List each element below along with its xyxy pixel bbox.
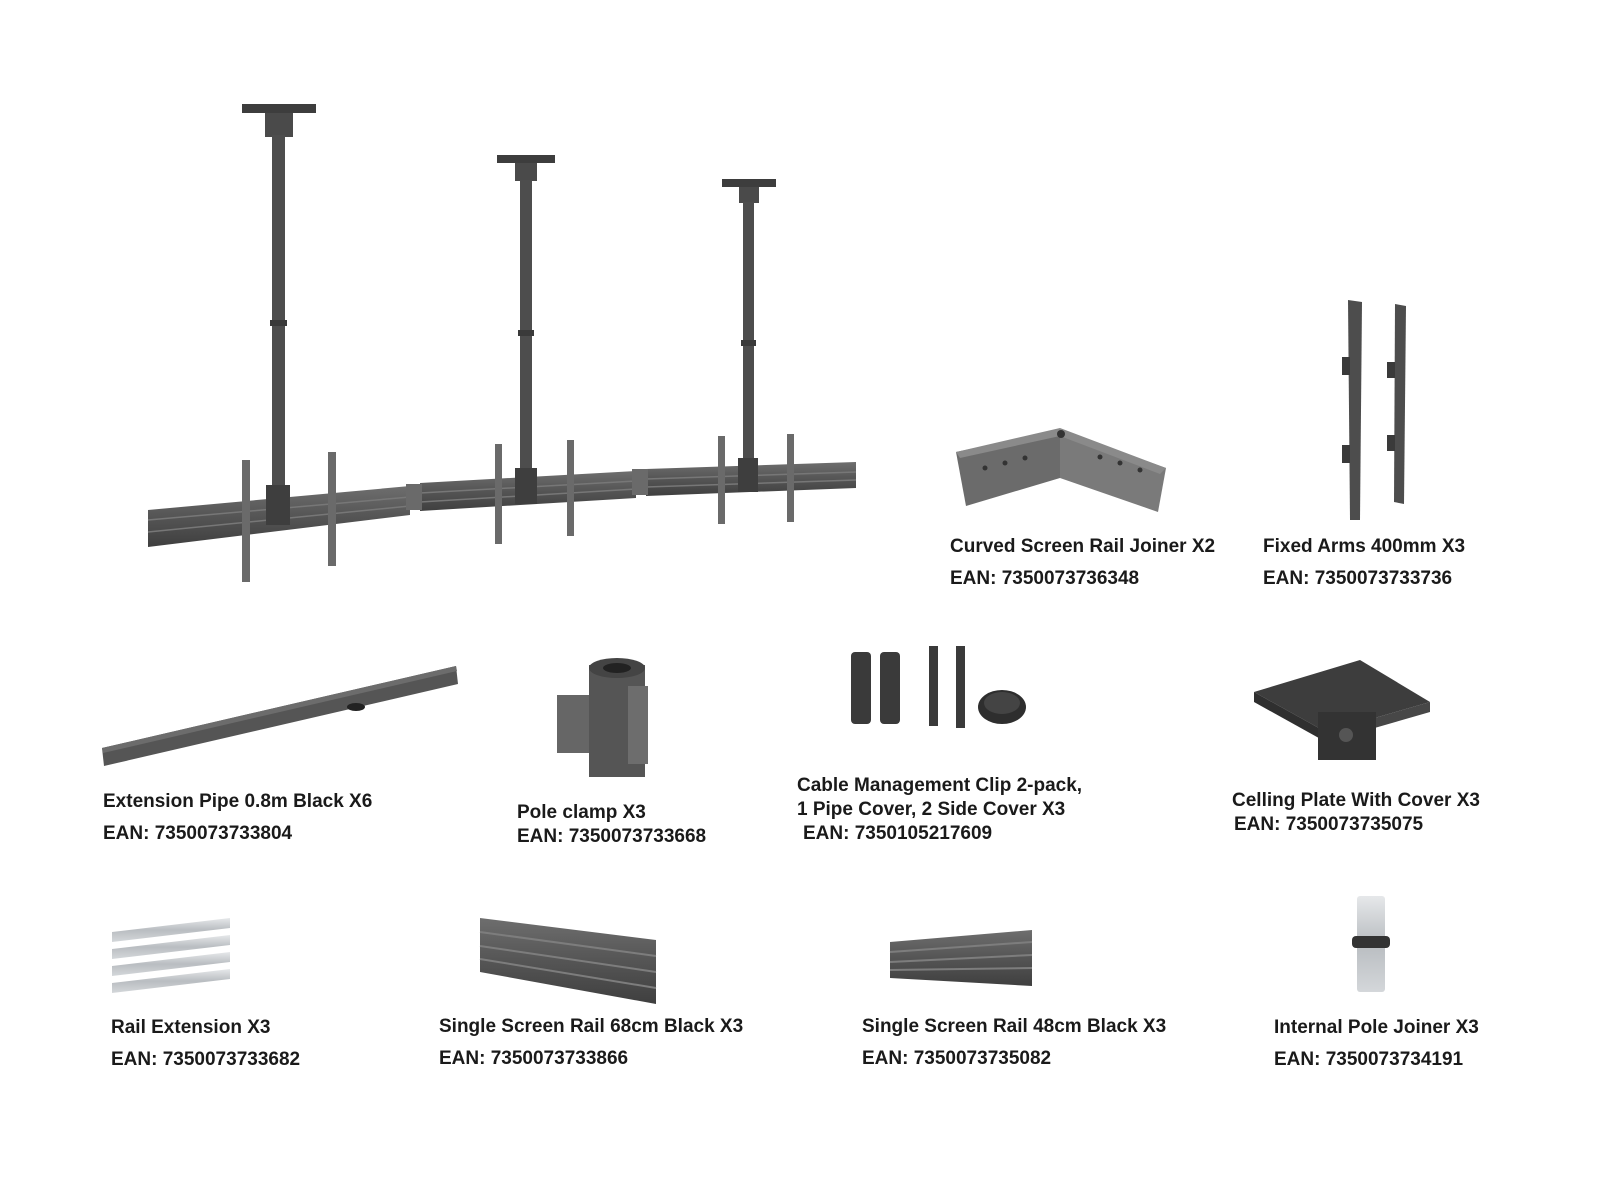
- item-ean: EAN: 7350073733668: [517, 826, 707, 847]
- item-name: Rail Extension X3: [111, 1017, 271, 1038]
- item-name-line1: Cable Management Clip 2-pack,: [797, 775, 1083, 796]
- item-ean: EAN: 7350073733736: [1263, 568, 1453, 589]
- item-rail-extension: Rail Extension X3 EAN: 7350073733682: [111, 1016, 300, 1072]
- item-ean: EAN: 7350073733804: [103, 823, 293, 844]
- item-cable-management-clip: Cable Management Clip 2-pack, 1 Pipe Cov…: [797, 774, 1082, 846]
- item-rail-48cm: Single Screen Rail 48cm Black X3 EAN: 73…: [862, 1015, 1166, 1071]
- item-ean: EAN: 7350073734191: [1274, 1049, 1464, 1070]
- rail-48cm-image: [889, 930, 1033, 986]
- assembled-mount-image: [147, 104, 857, 582]
- rail-extension-image: [112, 918, 230, 993]
- item-name-line2: 1 Pipe Cover, 2 Side Cover X3: [797, 799, 1066, 820]
- item-curved-rail-joiner: Curved Screen Rail Joiner X2 EAN: 735007…: [950, 535, 1215, 591]
- item-ean: EAN: 7350073736348: [950, 568, 1140, 589]
- fixed-arms-image: [1342, 300, 1406, 520]
- item-ean: EAN: 7350073735075: [1234, 814, 1424, 835]
- item-ean: EAN: 7350073733682: [111, 1049, 301, 1070]
- internal-pole-joiner-image: [1352, 896, 1390, 992]
- item-name: Internal Pole Joiner X3: [1274, 1017, 1479, 1038]
- item-ean: EAN: 7350073735082: [862, 1048, 1052, 1069]
- item-ean: EAN: 7350073733866: [439, 1048, 629, 1069]
- cable-management-clips-image: [851, 646, 1026, 728]
- item-extension-pipe: Extension Pipe 0.8m Black X6 EAN: 735007…: [103, 790, 372, 846]
- curved-rail-joiner-image: [956, 428, 1166, 512]
- extension-pipe-image: [102, 666, 458, 766]
- item-pole-clamp: Pole clamp X3 EAN: 7350073733668: [517, 801, 706, 849]
- rail-68cm-image: [479, 918, 657, 1004]
- item-ceiling-plate: Celling Plate With Cover X3 EAN: 7350073…: [1232, 789, 1480, 837]
- item-fixed-arms: Fixed Arms 400mm X3 EAN: 7350073733736: [1263, 535, 1465, 591]
- pole-clamp-image: [557, 658, 648, 777]
- item-name: Curved Screen Rail Joiner X2: [950, 536, 1216, 557]
- item-name: Single Screen Rail 68cm Black X3: [439, 1016, 744, 1037]
- item-internal-pole-joiner: Internal Pole Joiner X3 EAN: 73500737341…: [1274, 1016, 1479, 1072]
- item-ean: EAN: 7350105217609: [803, 823, 993, 844]
- item-name: Celling Plate With Cover X3: [1232, 790, 1480, 811]
- item-name: Pole clamp X3: [517, 802, 646, 823]
- ceiling-plate-image: [1254, 660, 1430, 760]
- item-name: Single Screen Rail 48cm Black X3: [862, 1016, 1167, 1037]
- item-rail-68cm: Single Screen Rail 68cm Black X3 EAN: 73…: [439, 1015, 743, 1071]
- item-name: Fixed Arms 400mm X3: [1263, 536, 1466, 557]
- item-name: Extension Pipe 0.8m Black X6: [103, 791, 373, 812]
